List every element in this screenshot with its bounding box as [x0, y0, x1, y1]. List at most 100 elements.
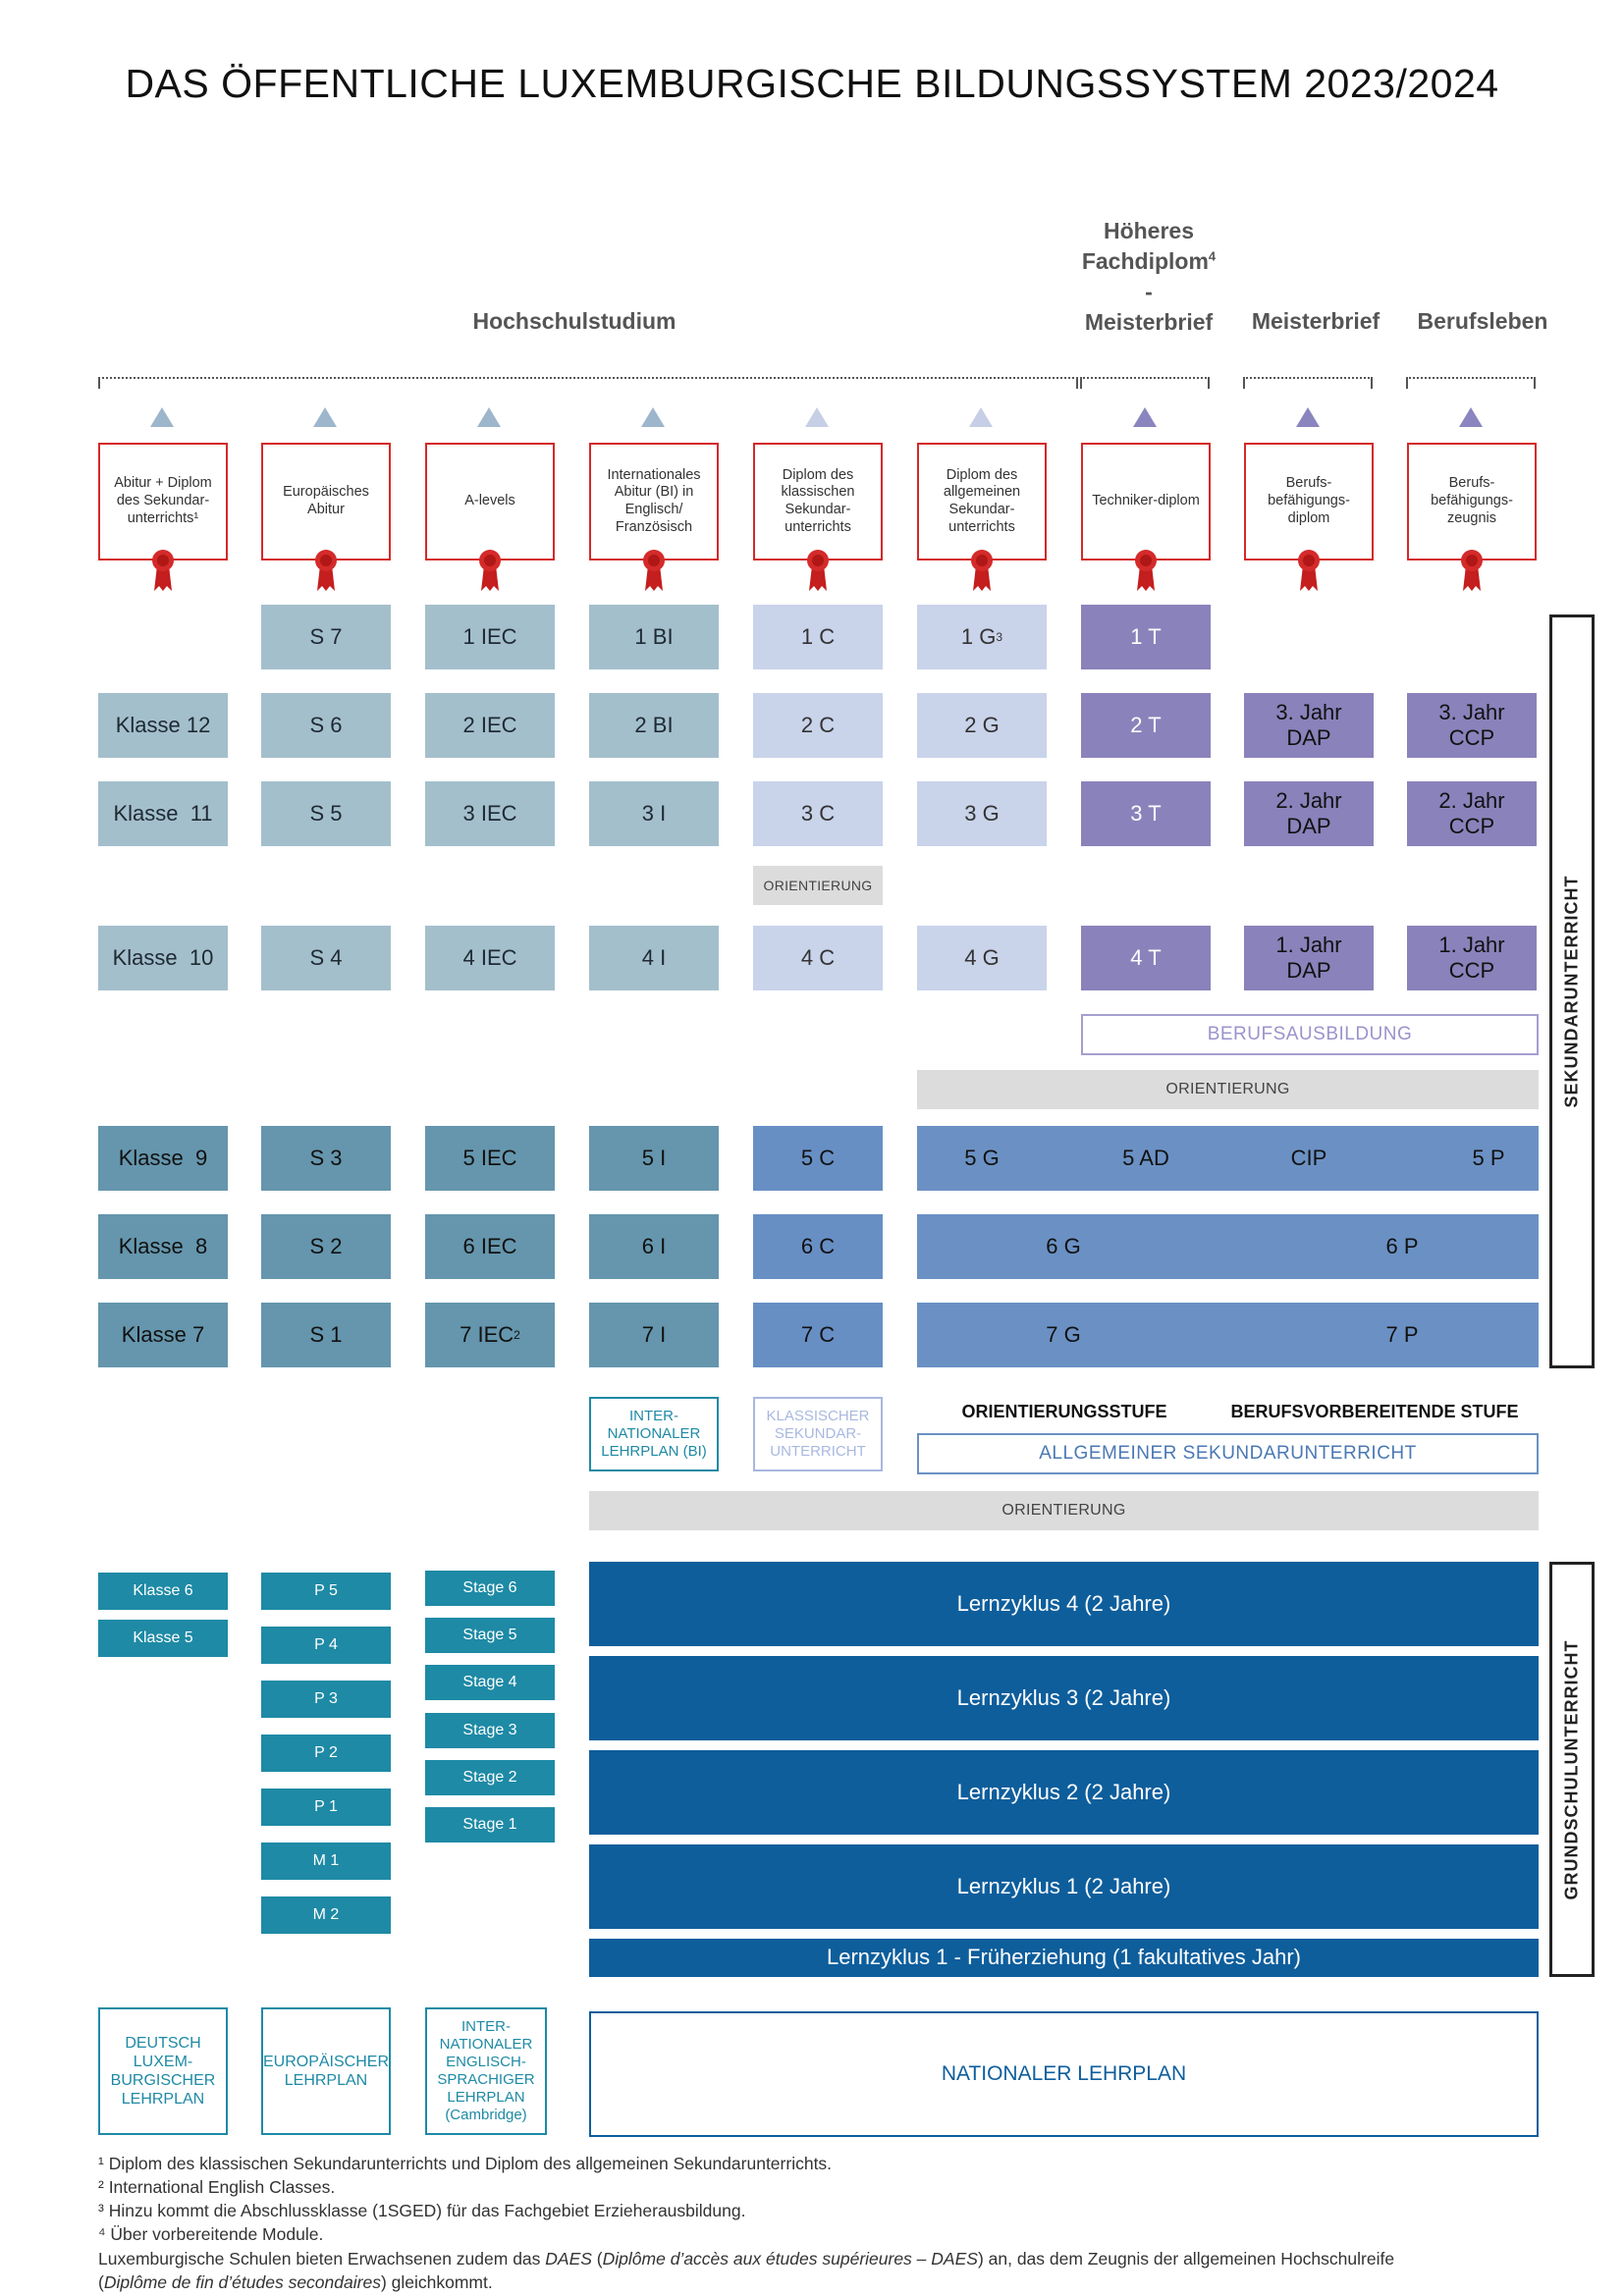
class-7c: 7 C: [753, 1303, 883, 1367]
seal-icon: [1461, 550, 1483, 591]
primary-stage6: Stage 6: [425, 1571, 555, 1606]
arrow-up-icon: [969, 407, 993, 427]
primary-stage4: Stage 4: [425, 1665, 555, 1700]
bracket-hoeheres: [1080, 377, 1210, 389]
footnote-daes-text-c: ) gleichkommt.: [380, 2271, 493, 2292]
allgemeiner-sekundarunterricht-label: ALLGEMEINER SEKUNDARUNTERRICHT: [917, 1433, 1539, 1474]
primary-klasse6: Klasse 6: [98, 1573, 228, 1610]
label-hoeheres-meisterbrief: Meisterbrief: [1084, 309, 1214, 336]
diploma-dap: Berufs-befähigungs-diplom: [1244, 443, 1374, 561]
lehrplan-bi-label: INTER-NATIONALER LEHRPLAN (BI): [589, 1397, 719, 1471]
label-hoeheres-line2: Fachdiplom4: [1060, 246, 1237, 277]
cycle-1: Lernzyklus 1 (2 Jahre): [589, 1844, 1539, 1929]
class-klasse7: Klasse 7: [98, 1303, 228, 1367]
diploma-internationales-abitur: Internationales Abitur (BI) in Englisch/…: [589, 443, 719, 561]
class-5c: 5 C: [753, 1126, 883, 1191]
arrow-up-icon: [805, 407, 829, 427]
label-hoeheres-dash: -: [1145, 279, 1153, 305]
footnote-daes-line1: Luxemburgische Schulen bieten Erwachsene…: [98, 2247, 1571, 2270]
class-3-jahr-dap: 3. Jahr DAP: [1244, 693, 1374, 758]
row-6-general: [917, 1214, 1539, 1279]
class-2-jahr-ccp: 2. Jahr CCP: [1407, 781, 1537, 846]
class-6i: 6 I: [589, 1214, 719, 1279]
class-2-jahr-dap: 2. Jahr DAP: [1244, 781, 1374, 846]
label-hochschulstudium: Hochschulstudium: [472, 308, 677, 334]
footnote-daes-text-a: Luxemburgische Schulen bieten Erwachsene…: [98, 2248, 546, 2269]
diploma-klassisch: Diplom des klassischen Sekundar-unterric…: [753, 443, 883, 561]
row-5-general: [917, 1126, 1539, 1191]
primary-m2: M 2: [261, 1896, 391, 1934]
class-4c: 4 C: [753, 926, 883, 990]
page-title: DAS ÖFFENTLICHE LUXEMBURGISCHE BILDUNGSS…: [125, 61, 1499, 106]
seal-icon: [971, 550, 993, 591]
seal-icon: [1298, 550, 1320, 591]
orientierung-classic: ORIENTIERUNG: [753, 866, 883, 905]
diploma-a-levels: A-levels: [425, 443, 555, 561]
class-1c: 1 C: [753, 605, 883, 669]
class-klasse11: Klasse 11: [98, 781, 228, 846]
class-4t: 4 T: [1081, 926, 1211, 990]
footnote-4: ⁴ Über vorbereitende Module.: [98, 2224, 324, 2245]
side-label-sekundarunterricht: SEKUNDARUNTERRICHT: [1549, 614, 1595, 1368]
diploma-allgemein: Diplom des allgemeinen Sekundar-unterric…: [917, 443, 1047, 561]
diploma-ccp: Berufs-befähigungs-zeugnis: [1407, 443, 1537, 561]
curriculum-englischsprachig-text: INTER-NATIONALER ENGLISCH-SPRACHIGER LEH…: [437, 2018, 535, 2106]
berufsvorbereitende-label: BERUFSVORBEREITENDE STUFE: [1230, 1402, 1519, 1421]
footnote-ref-4: 4: [1208, 248, 1217, 264]
primary-stage1: Stage 1: [425, 1807, 555, 1842]
class-s7: S 7: [261, 605, 391, 669]
class-3i: 3 I: [589, 781, 719, 846]
orientierung-main: ORIENTIERUNG: [589, 1491, 1539, 1530]
primary-p3: P 3: [261, 1681, 391, 1718]
class-cip: CIP: [1290, 1145, 1327, 1170]
row-7-general: [917, 1303, 1539, 1367]
curriculum-deutsch-luxemburgisch: DEUTSCH LUXEM-BURGISCHER LEHRPLAN: [98, 2007, 228, 2135]
class-6iec: 6 IEC: [425, 1214, 555, 1279]
class-7g: 7 G: [1046, 1321, 1081, 1347]
class-klasse10: Klasse 10: [98, 926, 228, 990]
diploma-techniker: Techniker-diplom: [1081, 443, 1211, 561]
curriculum-europaeisch: EUROPÄISCHER LEHRPLAN: [261, 2007, 391, 2135]
berufsausbildung-label: BERUFSAUSBILDUNG: [1081, 1014, 1539, 1055]
class-1-jahr-dap: 1. Jahr DAP: [1244, 926, 1374, 990]
class-6g: 6 G: [1046, 1233, 1081, 1258]
class-klasse12: Klasse 12: [98, 693, 228, 758]
arrow-up-icon: [1459, 407, 1483, 427]
arrow-up-icon: [477, 407, 501, 427]
class-klasse9: Klasse 9: [98, 1126, 228, 1191]
class-6c: 6 C: [753, 1214, 883, 1279]
label-hoeheres-line1: Höheres: [1103, 218, 1195, 243]
class-7iec-label: 7 IEC: [460, 1321, 514, 1347]
footnote-daes-abbr: DAES: [545, 2248, 592, 2269]
cycle-4: Lernzyklus 4 (2 Jahre): [589, 1562, 1539, 1646]
class-klasse8: Klasse 8: [98, 1214, 228, 1279]
footnote-diplome-fin: Diplôme de fin d’études secondaires: [103, 2271, 381, 2292]
footnote-daes-paren: (: [591, 2248, 603, 2269]
footnote-ref-2: 2: [514, 1327, 520, 1342]
arrow-up-icon: [150, 407, 174, 427]
class-3c: 3 C: [753, 781, 883, 846]
class-5g: 5 G: [964, 1145, 1000, 1170]
primary-p5: P 5: [261, 1573, 391, 1610]
bracket-hochschul: [98, 377, 1078, 389]
curriculum-national: NATIONALER LEHRPLAN: [589, 2011, 1539, 2137]
footnote-daes-line2: (Diplôme de fin d’études secondaires) gl…: [98, 2270, 1571, 2294]
class-5ad: 5 AD: [1122, 1145, 1169, 1170]
cycle-1-frueherziehung: Lernzyklus 1 - Früherziehung (1 fakultat…: [589, 1939, 1539, 1977]
class-4g: 4 G: [917, 926, 1047, 990]
arrow-up-icon: [1133, 407, 1157, 427]
footnote-1: ¹ Diplom des klassischen Sekundarunterri…: [98, 2154, 833, 2173]
footnotes: ¹ Diplom des klassischen Sekundarunterri…: [98, 2152, 1571, 2294]
bracket-meisterbrief: [1243, 377, 1373, 389]
class-1iec: 1 IEC: [425, 605, 555, 669]
curriculum-englischsprachig: INTER-NATIONALER ENGLISCH-SPRACHIGER LEH…: [425, 2007, 547, 2135]
class-1g-label: 1 G: [960, 623, 997, 649]
primary-klasse5: Klasse 5: [98, 1620, 228, 1657]
footnote-daes-full: Diplôme d’accès aux études supérieures –…: [602, 2248, 978, 2269]
class-7p: 7 P: [1385, 1321, 1419, 1347]
primary-p1: P 1: [261, 1789, 391, 1826]
primary-p4: P 4: [261, 1627, 391, 1664]
class-2iec: 2 IEC: [425, 693, 555, 758]
